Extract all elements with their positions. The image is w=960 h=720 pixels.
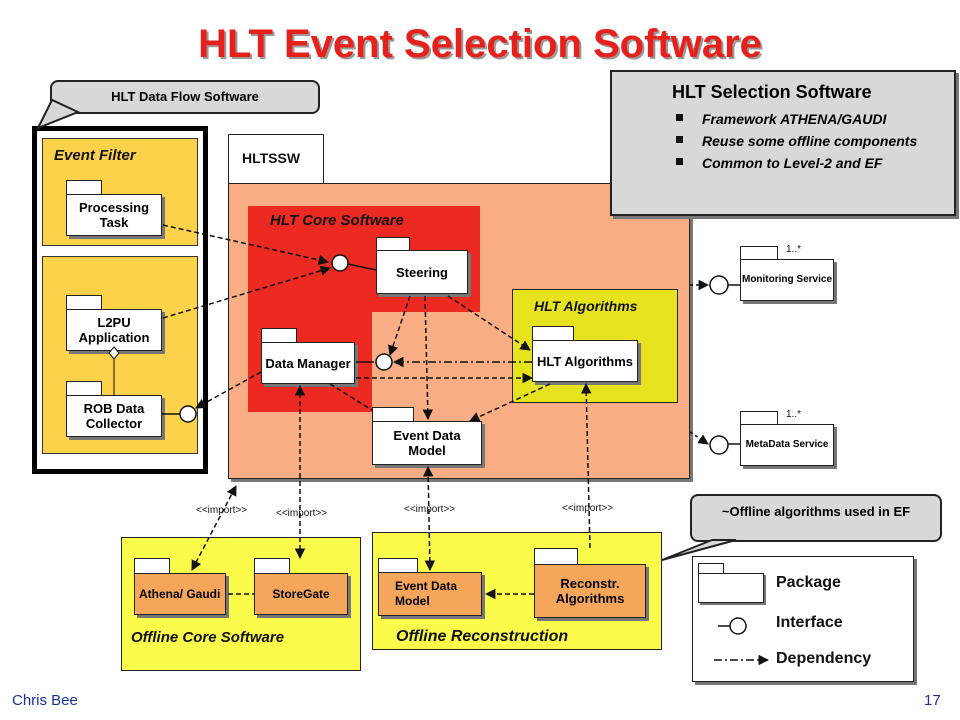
dataflow-callout-text: HLT Data Flow Software bbox=[111, 89, 259, 104]
processing-task-package[interactable]: Processing Task bbox=[66, 194, 162, 236]
monitoring-tab bbox=[740, 246, 778, 259]
l2pu-tab bbox=[66, 295, 102, 309]
athena-tab bbox=[134, 558, 170, 573]
page-title: HLT Event Selection Software bbox=[198, 22, 762, 66]
reconstr-package[interactable]: Reconstr. Algorithms bbox=[534, 564, 646, 618]
storegate-tab bbox=[254, 558, 290, 573]
data-manager-package[interactable]: Data Manager bbox=[261, 342, 355, 384]
selection-box: HLT Selection Software Framework ATHENA/… bbox=[610, 70, 956, 216]
offline-algos-callout: ~Offline algorithms used in EF bbox=[690, 494, 942, 542]
steering-tab bbox=[376, 237, 410, 250]
hlt-algorithms-label: HLT Algorithms bbox=[534, 298, 638, 314]
hltssw-label: HLTSSW bbox=[242, 150, 301, 166]
offline-reco-label: Offline Reconstruction bbox=[396, 628, 569, 645]
dataflow-callout: HLT Data Flow Software bbox=[50, 80, 320, 114]
rob-tab bbox=[66, 381, 102, 395]
legend-package-icon bbox=[698, 573, 764, 603]
selection-bullet-3: Common to Level-2 and EF bbox=[672, 155, 944, 171]
legend-package-label: Package bbox=[776, 574, 841, 591]
hltssw-tab bbox=[228, 134, 324, 184]
reconstr-tab bbox=[534, 548, 578, 564]
monitoring-multiplicity: 1..* bbox=[786, 244, 802, 255]
storegate-package[interactable]: StoreGate bbox=[254, 573, 348, 615]
metadata-package[interactable]: MetaData Service bbox=[740, 424, 834, 466]
offline-edm-package[interactable]: Event Data Model bbox=[378, 572, 482, 616]
selection-bullet-1: Framework ATHENA/GAUDI bbox=[672, 111, 944, 127]
rob-package[interactable]: ROB Data Collector bbox=[66, 395, 162, 437]
data-manager-tab bbox=[261, 328, 297, 342]
l2pu-package[interactable]: L2PU Application bbox=[66, 309, 162, 351]
steering-package[interactable]: Steering bbox=[376, 250, 468, 294]
event-data-model-tab bbox=[372, 407, 414, 421]
selection-bullet-2: Reuse some offline components bbox=[672, 133, 944, 149]
hlt-algorithms-tab bbox=[532, 326, 574, 340]
offline-core-label: Offline Core Software bbox=[131, 629, 285, 646]
event-filter-label: Event Filter bbox=[54, 147, 136, 164]
page-number: 17 bbox=[924, 692, 941, 709]
event-data-model-package[interactable]: Event Data Model bbox=[372, 421, 482, 465]
monitoring-package[interactable]: Monitoring Service bbox=[740, 259, 834, 301]
legend-interface-label: Interface bbox=[776, 614, 843, 631]
offline-edm-tab bbox=[378, 558, 418, 572]
legend-dependency-label: Dependency bbox=[776, 650, 872, 667]
offline-algos-callout-text: ~Offline algorithms used in EF bbox=[721, 504, 911, 519]
athena-package[interactable]: Athena/ Gaudi bbox=[134, 573, 226, 615]
processing-task-tab bbox=[66, 180, 102, 194]
hlt-algorithms-package[interactable]: HLT Algorithms bbox=[532, 340, 638, 382]
metadata-tab bbox=[740, 411, 778, 424]
selection-heading: HLT Selection Software bbox=[672, 82, 872, 102]
author-footer: Chris Bee bbox=[12, 692, 78, 709]
legend-package-tab bbox=[698, 563, 724, 573]
metadata-multiplicity: 1..* bbox=[786, 409, 802, 420]
